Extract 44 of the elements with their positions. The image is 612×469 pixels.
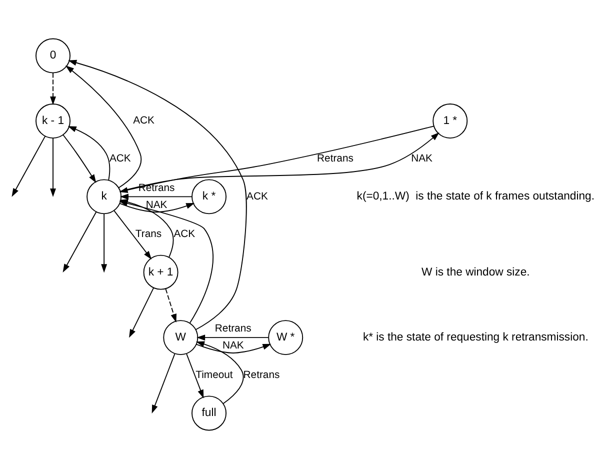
arrow bbox=[12, 136, 46, 197]
arrow bbox=[196, 341, 244, 404]
node-circle: full bbox=[192, 396, 227, 431]
edge-label: ACK bbox=[174, 229, 196, 240]
arrow bbox=[50, 72, 56, 106]
arrow bbox=[50, 138, 56, 198]
node-circle: k + 1 bbox=[143, 254, 178, 290]
arrow bbox=[68, 60, 247, 330]
arrow bbox=[196, 344, 272, 354]
node-circle: 0 bbox=[36, 38, 70, 74]
arrow bbox=[68, 126, 110, 181]
arrow bbox=[62, 134, 96, 183]
edge-label: ACK bbox=[246, 191, 268, 202]
arrow bbox=[165, 288, 177, 322]
label: k(=0,1..W) is the state of k frames outstanding. bbox=[356, 190, 594, 203]
arrow bbox=[62, 211, 97, 273]
edge-label: NAK bbox=[146, 200, 168, 211]
arrow bbox=[119, 202, 195, 213]
label: k* is the state of requesting k retransmission. bbox=[362, 331, 588, 344]
edge-label: Retrans bbox=[317, 154, 354, 165]
edge-label: ACK bbox=[133, 116, 154, 127]
edge-label: NAK bbox=[411, 154, 432, 165]
edge-label: NAK bbox=[222, 340, 244, 352]
node-circle: W bbox=[163, 320, 198, 356]
arrow bbox=[120, 194, 192, 200]
arrow bbox=[114, 210, 152, 260]
arrow bbox=[101, 214, 108, 273]
node-circle: k - 1 bbox=[36, 104, 70, 139]
arrow bbox=[186, 353, 204, 398]
arrow bbox=[196, 334, 269, 341]
label: W is the window size. bbox=[422, 266, 530, 278]
node-circle: 1 * bbox=[432, 104, 468, 139]
arrow bbox=[152, 353, 176, 414]
node-circle: k * bbox=[192, 179, 227, 214]
edge-label: ACK bbox=[109, 154, 131, 165]
arrow bbox=[65, 66, 142, 188]
edge-label: Retrans bbox=[214, 324, 252, 335]
edge-label: Retrans bbox=[138, 182, 175, 194]
node-circle: W * bbox=[268, 320, 304, 356]
arrow bbox=[129, 287, 154, 338]
edge-label: Timeout bbox=[196, 370, 233, 382]
edge-label: Trans bbox=[135, 229, 162, 240]
edge-label: Retrans bbox=[243, 370, 280, 382]
node-circle: k bbox=[86, 179, 122, 214]
